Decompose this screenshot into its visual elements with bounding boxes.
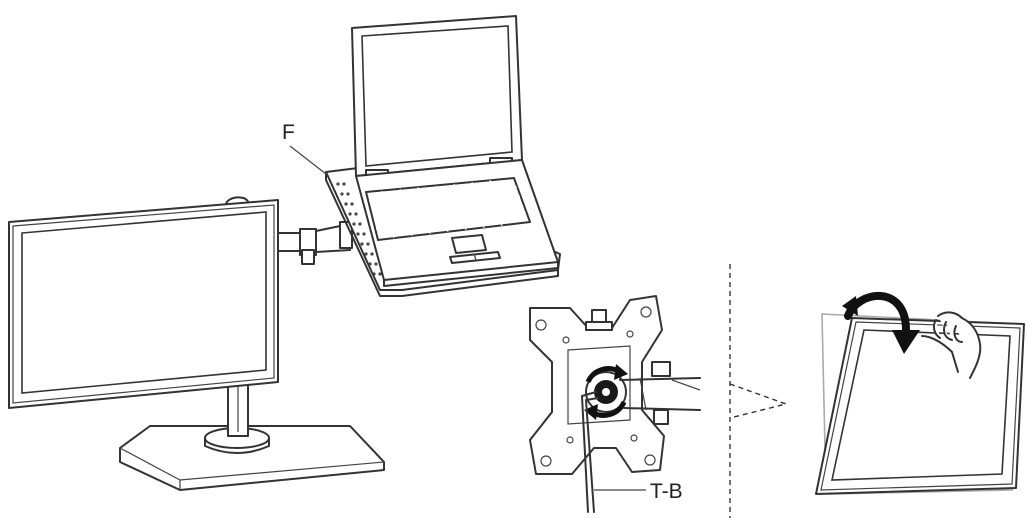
tray-arm [277, 221, 353, 265]
monitor-icon [8, 196, 279, 409]
hex-key-icon [581, 391, 599, 513]
tilt-detail [815, 292, 1025, 495]
pivot-knob [584, 364, 628, 420]
touchpad [451, 234, 487, 254]
label-t-b: T-B [594, 480, 683, 503]
stand-base [119, 425, 385, 491]
mounting-detail: T-B [529, 295, 701, 513]
hex-key-label: T-B [650, 480, 683, 503]
mount-arm [619, 361, 701, 425]
hand-icon [921, 311, 982, 379]
laptop-tray-label: F [282, 121, 295, 144]
tilt-arrow-icon [842, 292, 920, 354]
label-f: F [282, 121, 327, 175]
tilted-monitor-icon [815, 317, 1025, 495]
stand-pole [227, 379, 249, 437]
rotation-arrow-icon [584, 364, 628, 420]
tray-perforations [336, 182, 382, 276]
section-divider [729, 264, 789, 518]
monitor-with-laptop-tray: F [8, 15, 561, 491]
laptop-icon [351, 15, 559, 287]
keyboard [365, 177, 531, 241]
